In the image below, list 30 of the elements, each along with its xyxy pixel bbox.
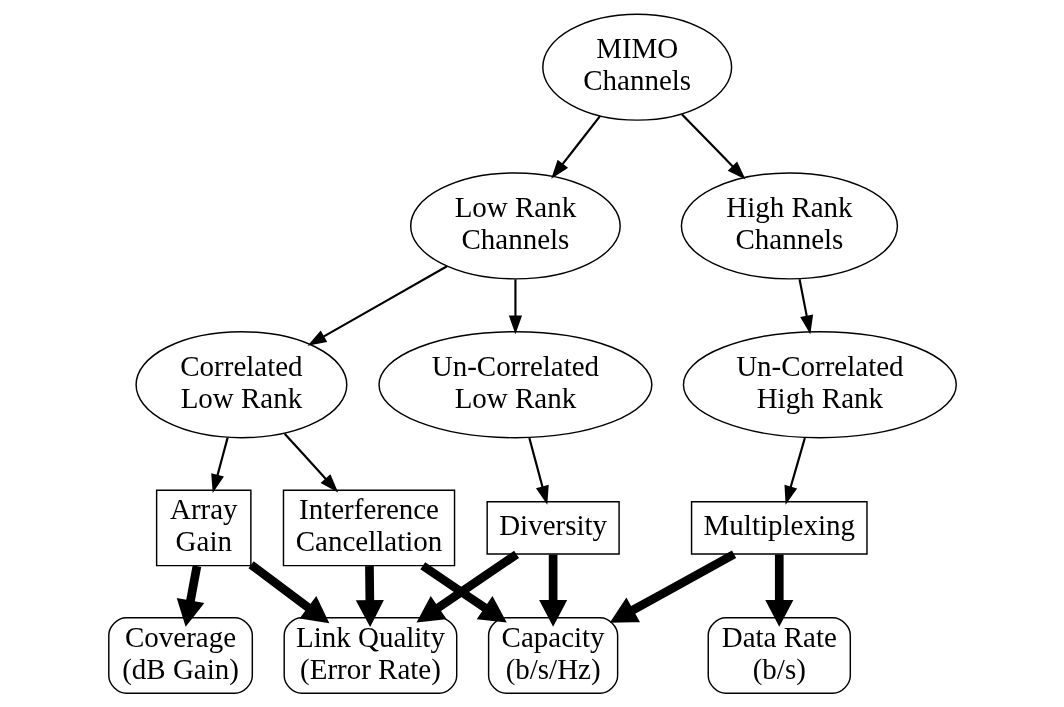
node-box: Coverage (dB Gain) — [107, 617, 253, 694]
node-box: Interference Cancellation — [282, 489, 455, 567]
node-ellipse: Low Rank Channels — [409, 172, 621, 280]
arrow — [798, 279, 813, 335]
node-ellipse: Un-Correlated High Rank — [682, 331, 957, 439]
arrow — [355, 566, 384, 627]
arrow — [784, 437, 806, 505]
arrow — [210, 437, 229, 494]
arrow — [609, 550, 736, 623]
node-ellipse: MIMO Channels — [541, 13, 732, 121]
arrow — [416, 550, 519, 623]
node-box: Array Gain — [155, 489, 252, 567]
arrow — [538, 554, 567, 627]
arrow — [176, 565, 204, 627]
node-box: Data Rate (b/s) — [707, 617, 851, 694]
arrow — [527, 437, 549, 505]
arrow — [419, 562, 507, 623]
node-box: Diversity — [485, 501, 620, 555]
arrow — [680, 113, 746, 180]
node-box: Link Quality (Error Rate) — [283, 617, 457, 694]
arrow — [764, 554, 793, 627]
arrow — [307, 265, 448, 346]
arrow — [248, 561, 329, 624]
node-ellipse: High Rank Channels — [680, 172, 898, 280]
arrow — [550, 115, 601, 179]
node-ellipse: Un-Correlated Low Rank — [377, 331, 653, 439]
node-box: Multiplexing — [690, 501, 868, 555]
arrow — [283, 432, 338, 493]
node-box: Capacity (b/s/Hz) — [487, 617, 618, 694]
arrow — [508, 279, 522, 335]
